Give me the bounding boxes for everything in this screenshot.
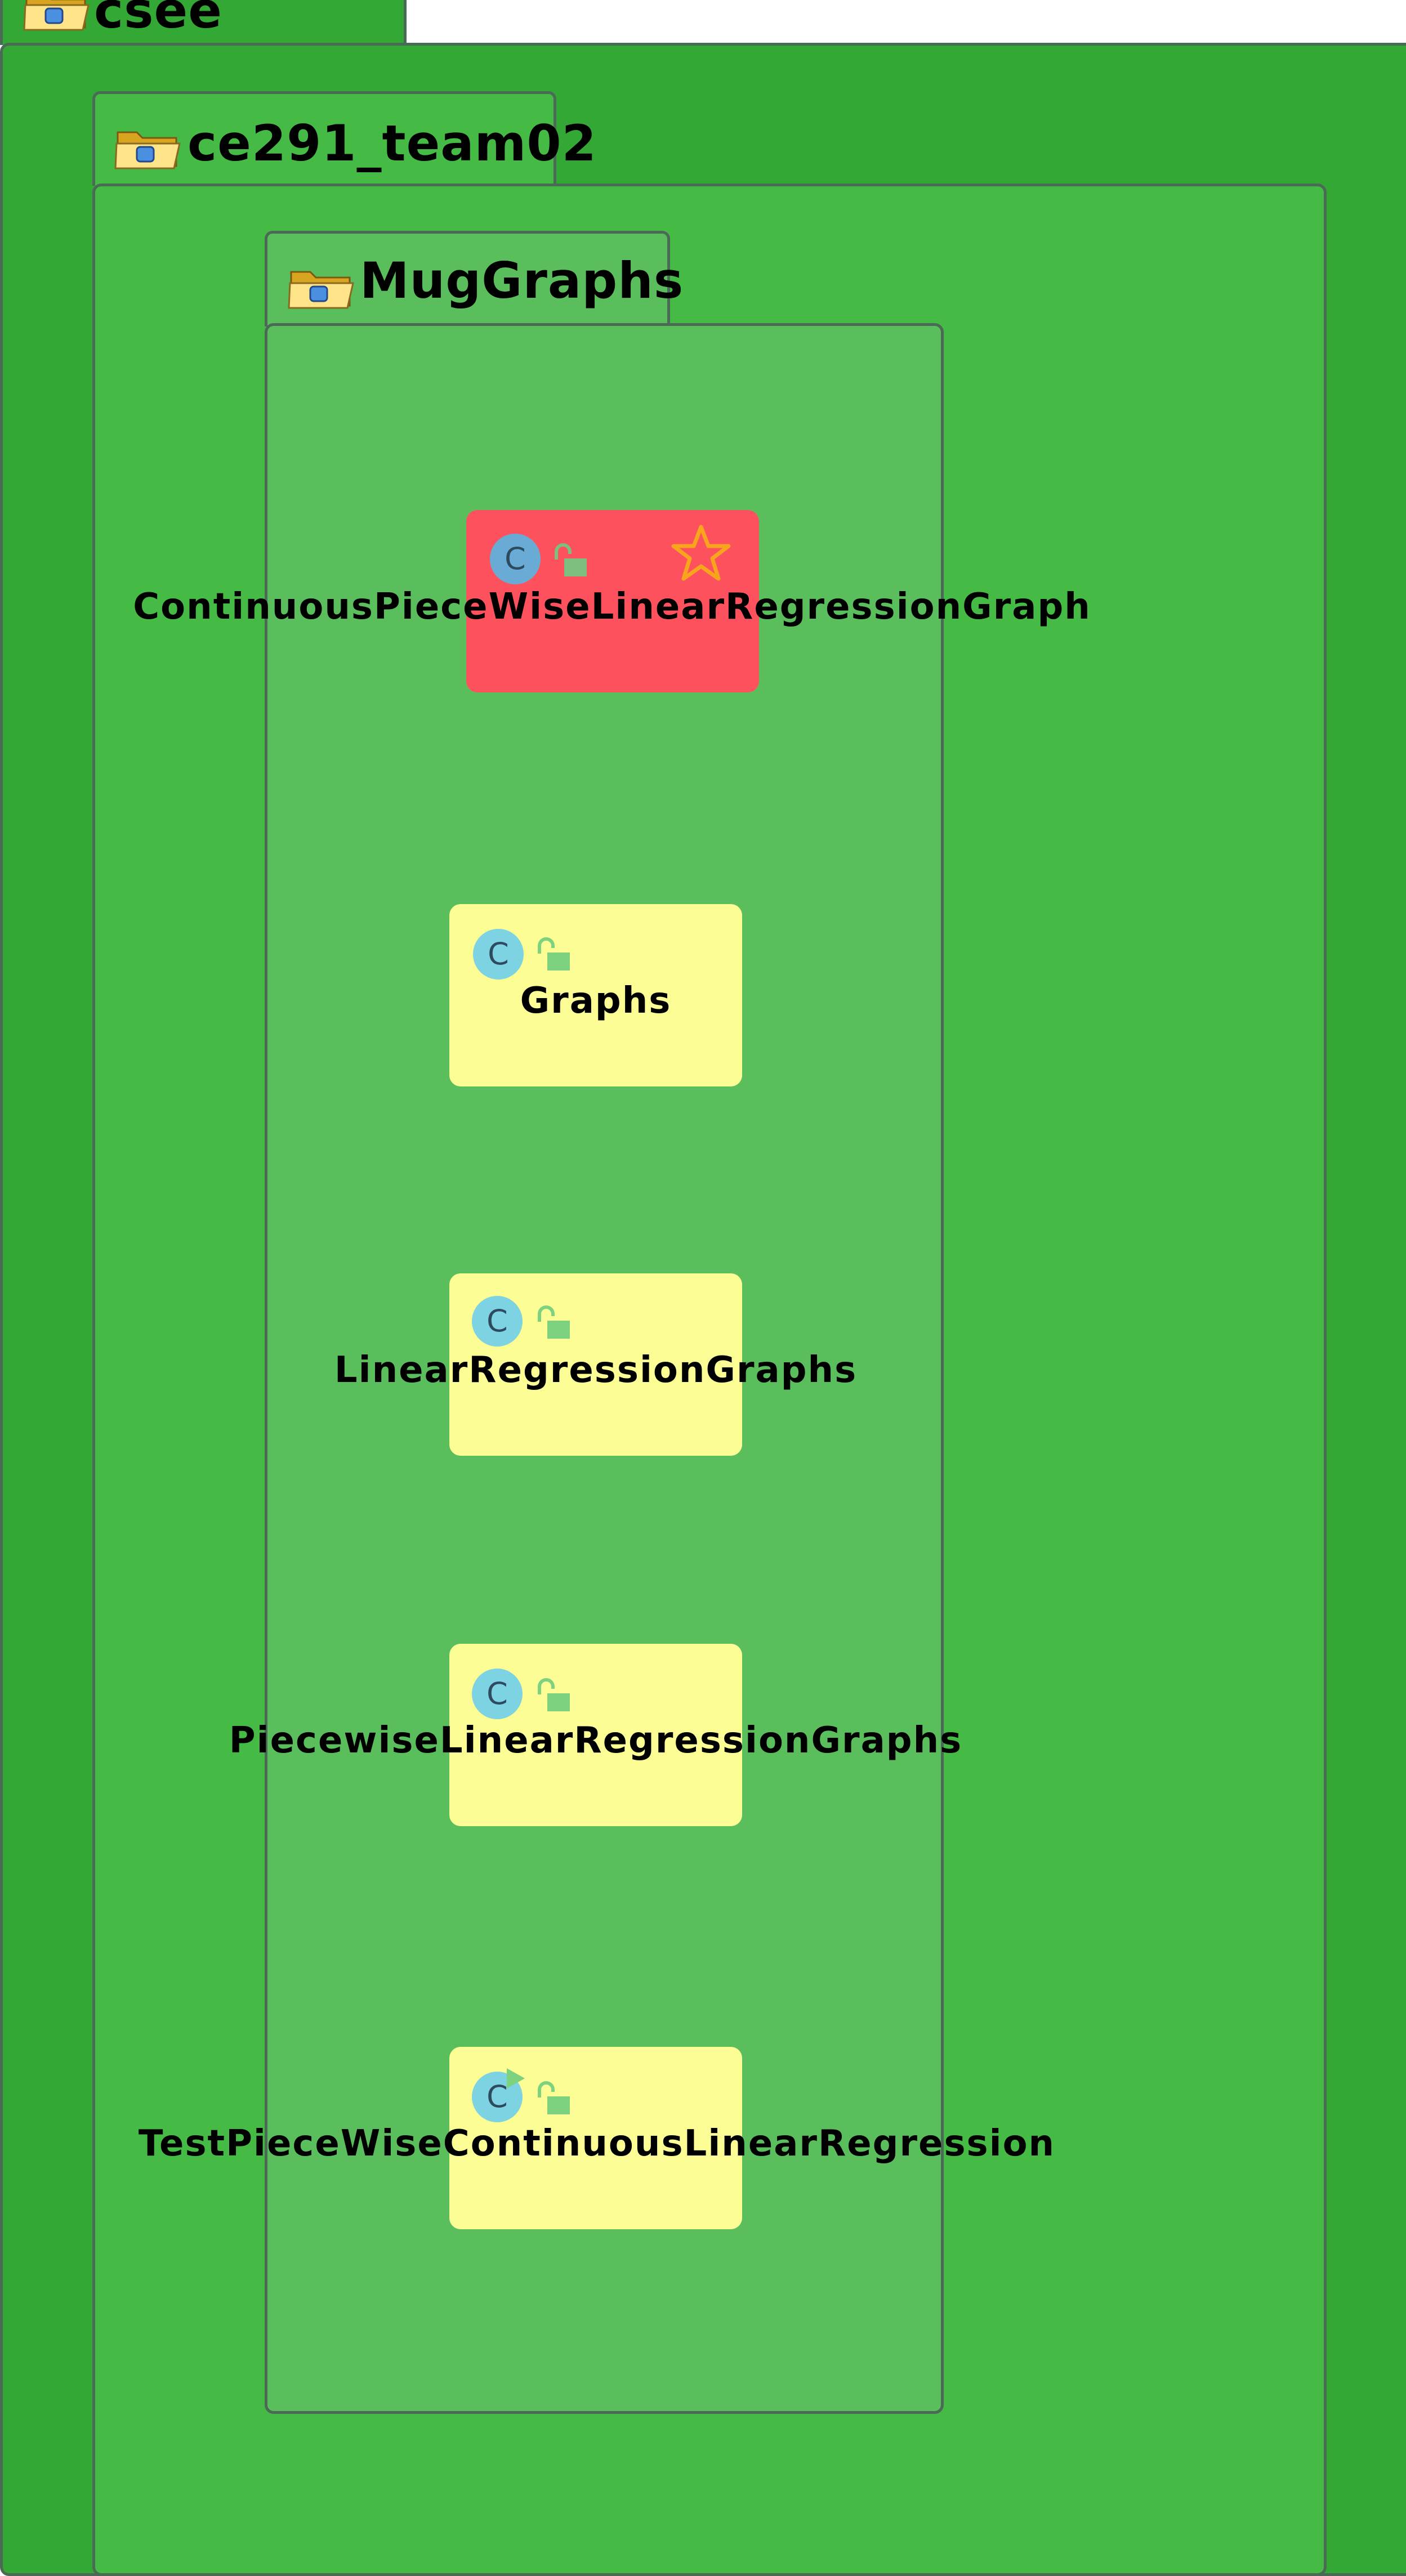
package-label: MugGraphs bbox=[360, 252, 684, 310]
class-name: LinearRegressionGraphs bbox=[334, 1349, 858, 1391]
class-name: TestPieceWiseContinuousLinearRegression bbox=[138, 2123, 1056, 2164]
class-name: ContinuousPieceWiseLinearRegressionGraph bbox=[133, 586, 1091, 628]
unlock-icon bbox=[555, 543, 587, 576]
package-tab-muggraphs[interactable]: MugGraphs bbox=[265, 231, 683, 327]
class-type-badge: C bbox=[472, 1296, 523, 1347]
unlock-icon bbox=[538, 937, 570, 971]
unlock-icon bbox=[538, 1678, 570, 1711]
package-tab-csee[interactable]: csee bbox=[0, 0, 407, 45]
class-type-badge: C bbox=[490, 534, 541, 584]
run-icon bbox=[507, 2068, 525, 2088]
class-name: Graphs bbox=[520, 980, 672, 1022]
package-label: ce291_team02 bbox=[188, 114, 597, 172]
package-label: csee bbox=[94, 0, 222, 39]
class-type-badge: C bbox=[472, 2072, 523, 2122]
folder-icon bbox=[114, 131, 181, 169]
class-name: PiecewiseLinearRegressionGraphs bbox=[229, 1720, 963, 1761]
unlock-icon bbox=[538, 1305, 570, 1339]
folder-icon bbox=[23, 0, 90, 31]
folder-icon bbox=[288, 271, 354, 309]
star-icon bbox=[671, 525, 731, 581]
class-type-badge: C bbox=[472, 1669, 523, 1719]
unlock-icon bbox=[538, 2081, 570, 2114]
class-type-badge: C bbox=[473, 929, 524, 980]
package-tab-ce291-team02[interactable]: ce291_team02 bbox=[92, 91, 596, 186]
